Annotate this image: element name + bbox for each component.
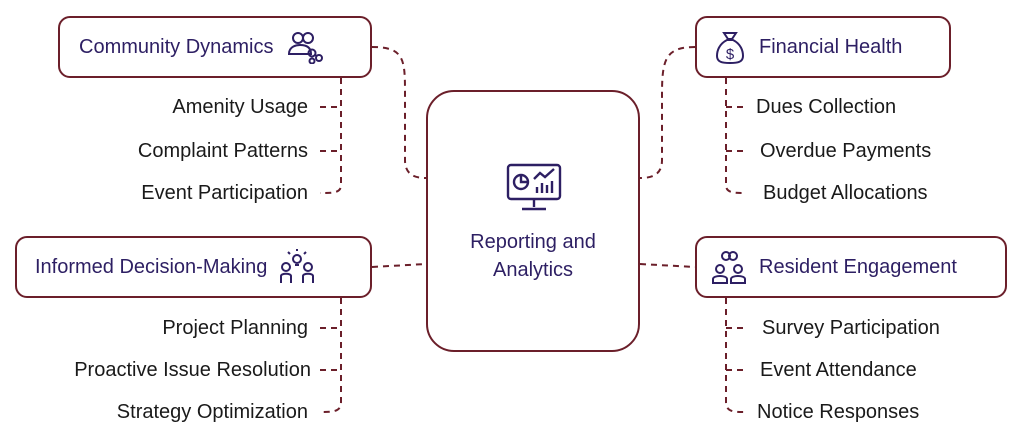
engagement-item-3: Notice Responses: [757, 401, 920, 423]
connector-engagement-items: [725, 298, 746, 413]
category-financial-health: $ Financial Health: [695, 16, 951, 78]
financial-item-2: Overdue Payments: [760, 140, 932, 162]
decision-item-1: Project Planning: [162, 317, 308, 339]
category-community-dynamics: Community Dynamics: [58, 16, 372, 78]
category-label: Community Dynamics: [79, 35, 274, 58]
residents-icon: [711, 249, 747, 285]
center-title: Reporting and Analytics: [470, 231, 596, 281]
connector-community-center: [371, 46, 427, 179]
connector-decision-items: [319, 298, 342, 413]
svg-text:$: $: [726, 46, 735, 63]
connector-financial-items: [725, 78, 746, 194]
connector-engagement-center: [639, 263, 696, 268]
engagement-item-2: Event Attendance: [760, 359, 917, 381]
community-item-3: Event Participation: [141, 182, 308, 204]
category-label: Resident Engagement: [759, 255, 957, 278]
community-people-icon: [287, 30, 324, 64]
idea-people-icon: [279, 249, 315, 285]
community-item-1: Amenity Usage: [172, 96, 308, 118]
category-resident-engagement: Resident Engagement: [695, 236, 1007, 298]
center-node: Reporting and Analytics: [426, 90, 640, 352]
decision-item-2: Proactive Issue Resolution: [74, 359, 311, 381]
financial-item-3: Budget Allocations: [763, 182, 928, 204]
connector-decision-center: [371, 263, 427, 268]
money-bag-icon: $: [715, 29, 745, 65]
community-item-2: Complaint Patterns: [137, 140, 308, 162]
monitor-analytics-icon: [505, 162, 563, 214]
decision-item-3: Strategy Optimization: [116, 401, 308, 423]
category-label: Financial Health: [759, 35, 903, 58]
connector-community-items: [319, 78, 342, 194]
financial-item-1: Dues Collection: [756, 96, 897, 118]
engagement-item-1: Survey Participation: [762, 317, 940, 339]
category-informed-decision-making: Informed Decision-Making: [15, 236, 372, 298]
category-label: Informed Decision-Making: [35, 255, 268, 278]
connector-financial-center: [639, 46, 696, 179]
